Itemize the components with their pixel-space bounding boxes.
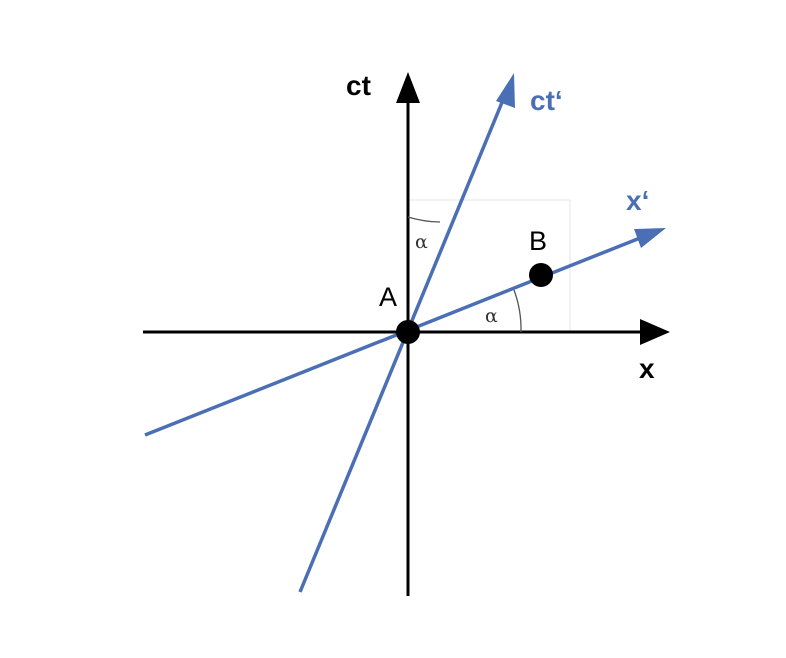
ct-prime-axis-label: ct‘ — [530, 85, 563, 116]
x-axis — [143, 319, 670, 345]
point-a — [396, 320, 420, 344]
alpha-label-bottom: α — [485, 305, 498, 327]
ct-axis — [396, 72, 420, 596]
ct-prime-arrowhead — [496, 73, 515, 108]
alpha-label-top: α — [415, 231, 428, 253]
alpha-arc-top — [407, 216, 441, 223]
x-axis-arrowhead — [640, 319, 670, 345]
x-prime-axis — [144, 228, 666, 437]
x-axis-label: x — [639, 353, 655, 384]
ct-axis-label: ct — [346, 70, 371, 101]
point-a-label: A — [379, 282, 397, 312]
ct-prime-axis — [298, 73, 515, 593]
x-prime-axis-label: x‘ — [626, 185, 649, 216]
ct-axis-arrowhead — [396, 72, 420, 103]
x-prime-arrowhead — [634, 228, 666, 248]
alpha-arc-bottom — [513, 289, 522, 333]
point-b-label: B — [529, 226, 547, 256]
point-b — [529, 263, 553, 287]
